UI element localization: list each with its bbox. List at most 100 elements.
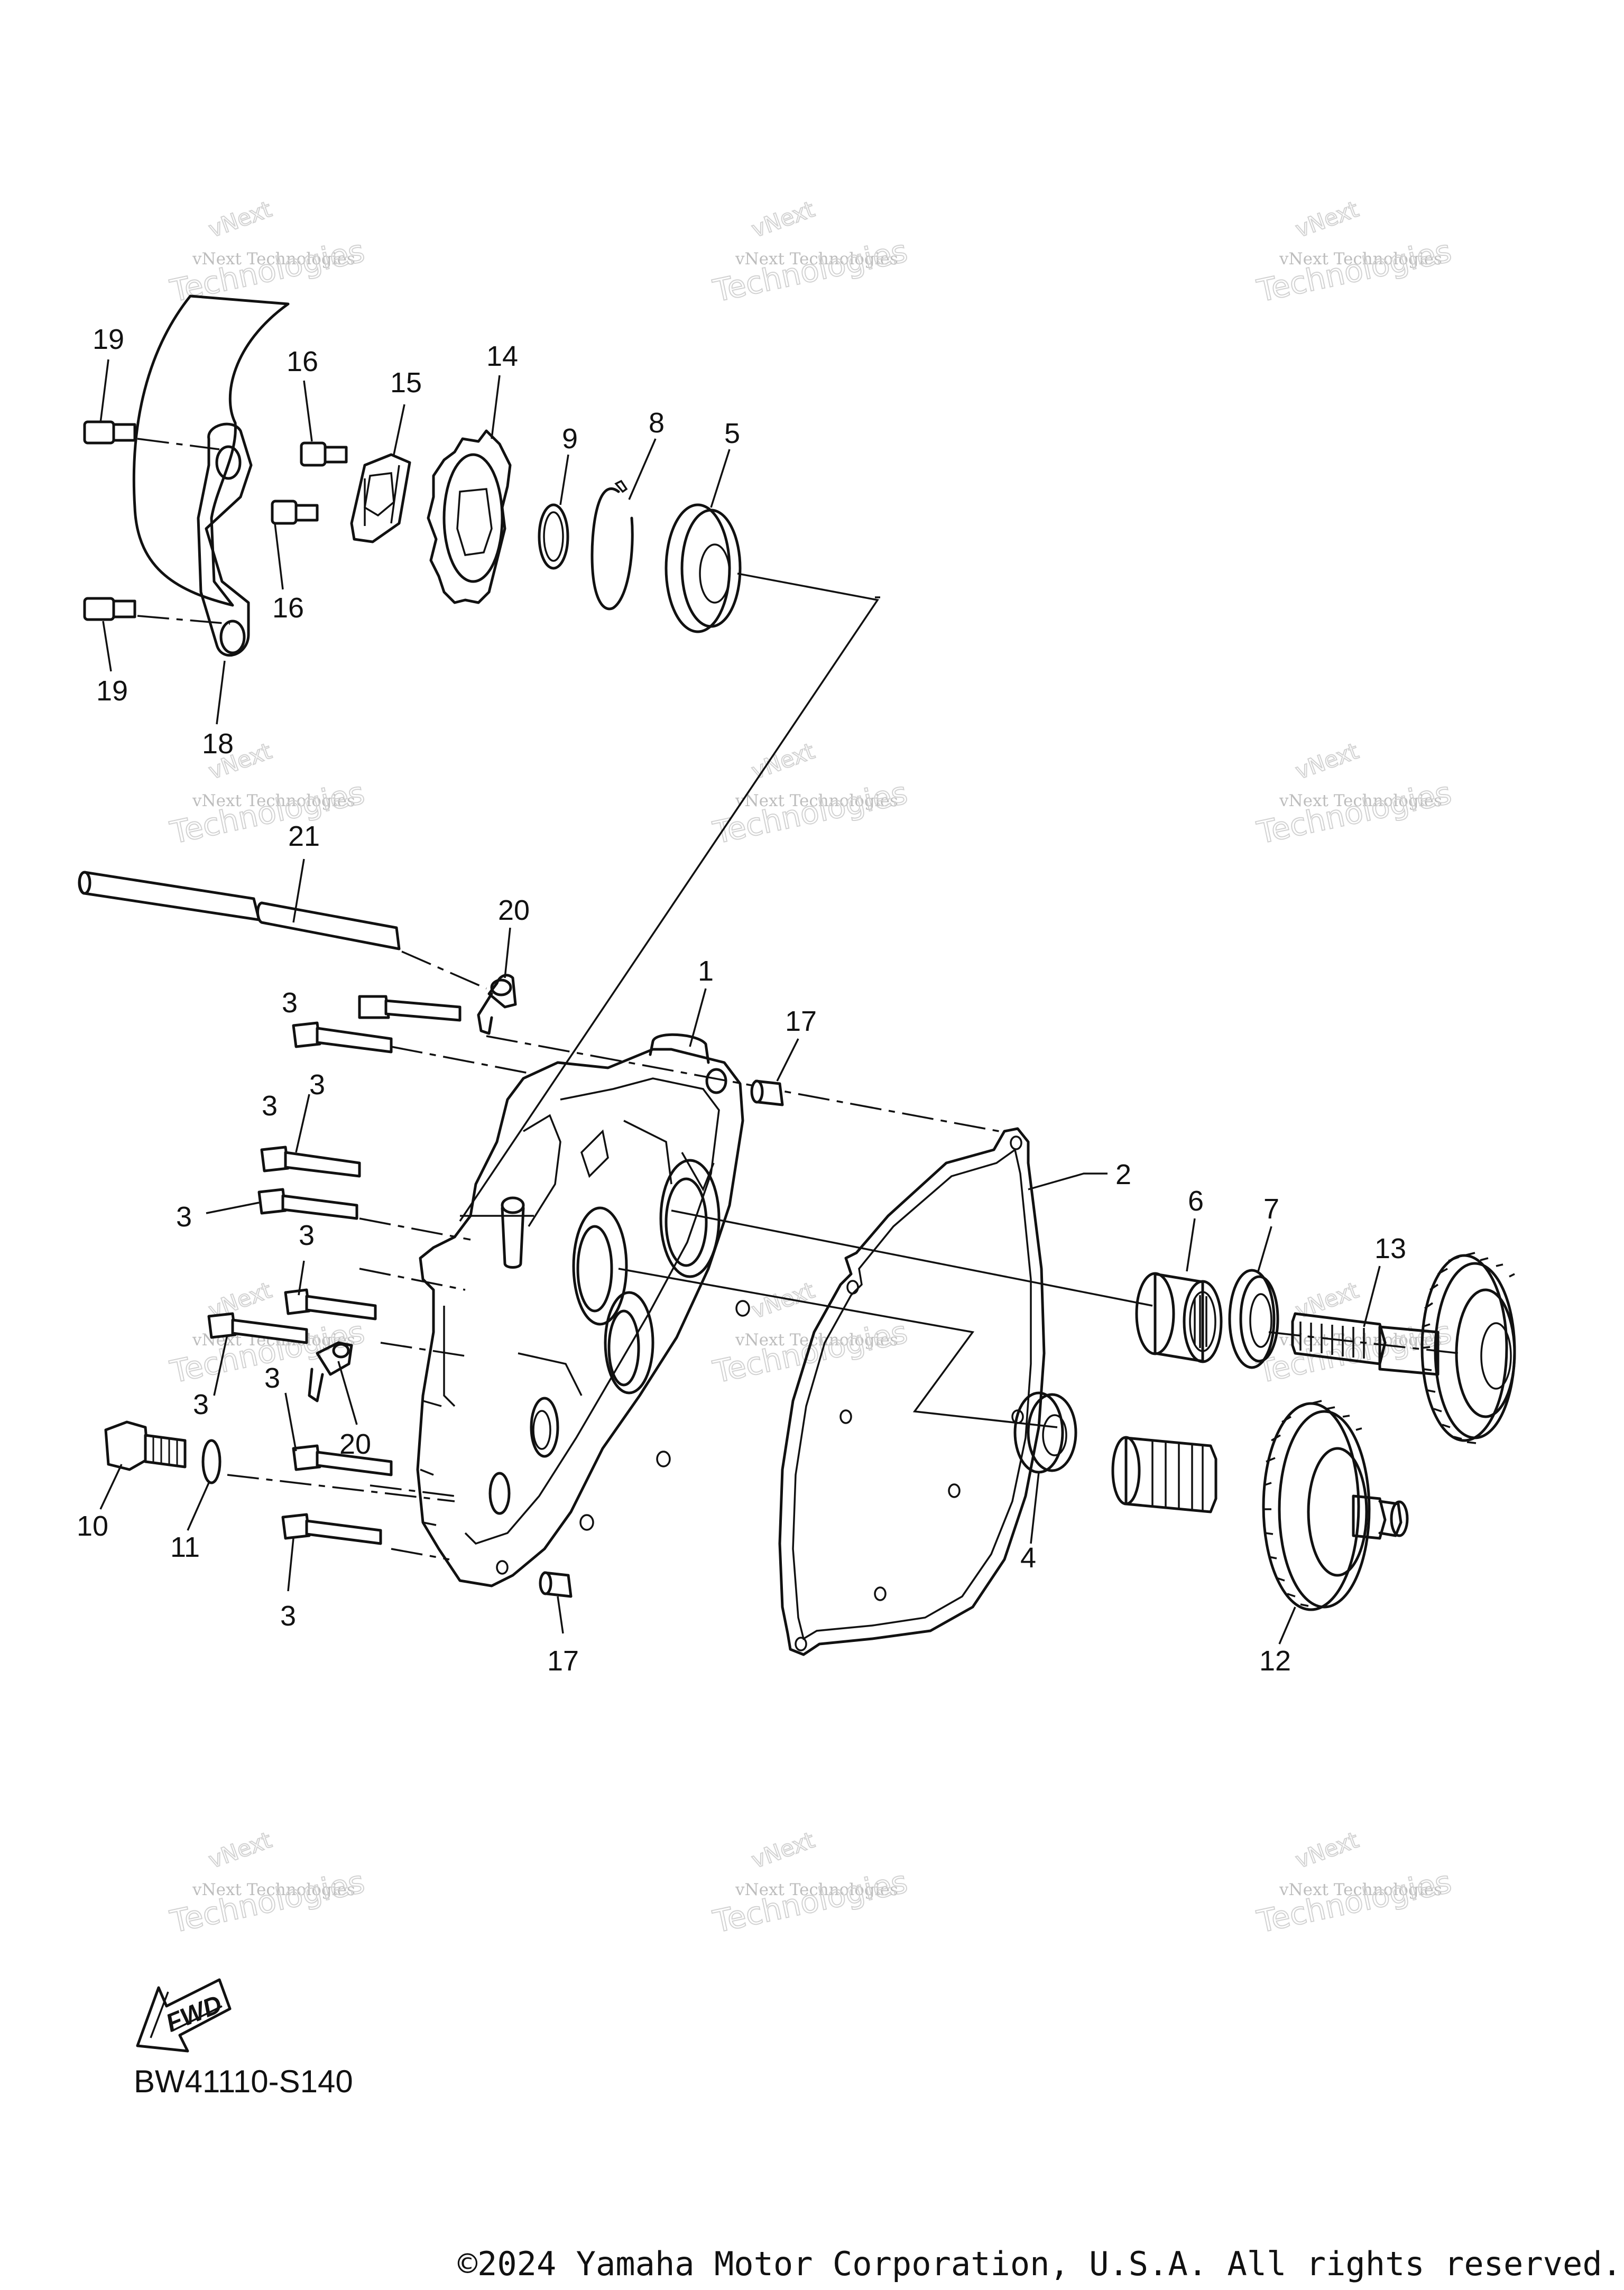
bolt-3: [284, 1288, 377, 1321]
callout-21: 21: [288, 820, 320, 852]
callout-3: 3: [299, 1220, 315, 1251]
diagram-code: BW41110-S140: [134, 2064, 353, 2099]
bolt-axis: [359, 1268, 466, 1291]
watermark: vNext vNext Technologies Technologies: [167, 196, 368, 310]
callout-2: 2: [1115, 1159, 1131, 1190]
callout-3: 3: [282, 987, 298, 1019]
svg-text:Technologies: Technologies: [167, 1863, 368, 1940]
callout-3: 3: [262, 1090, 278, 1122]
svg-text:vNext Technologies: vNext Technologies: [192, 1880, 355, 1899]
bearing-axis-line: [459, 572, 879, 1222]
dowel-axis: [486, 1035, 1000, 1132]
rod-21: [78, 871, 401, 950]
svg-text:vNext Technologies: vNext Technologies: [1279, 250, 1442, 269]
callout-9: 9: [562, 423, 578, 455]
svg-text:vNext Technologies: vNext Technologies: [1279, 1331, 1442, 1350]
bolt-16-upper: [300, 441, 348, 467]
callout-16: 16: [287, 346, 318, 377]
callout-12: 12: [1259, 1645, 1291, 1677]
callout-11: 11: [170, 1531, 200, 1563]
svg-text:vNext: vNext: [748, 196, 818, 243]
callout-15: 15: [390, 367, 422, 399]
callout-8: 8: [649, 407, 665, 439]
drain-plug-10: [104, 1420, 187, 1471]
svg-text:Technologies: Technologies: [710, 774, 911, 851]
bolt-3: [358, 995, 462, 1022]
needle-bearing-6: [1135, 1272, 1223, 1363]
bolt-19-axis: [137, 438, 220, 450]
svg-text:vNext: vNext: [205, 196, 275, 243]
callout-7: 7: [1263, 1193, 1279, 1225]
svg-text:vNext Technologies: vNext Technologies: [735, 250, 898, 269]
gear-shaft-12: [1111, 1400, 1409, 1611]
bolt-3: [292, 1444, 393, 1476]
callout-3: 3: [176, 1201, 192, 1233]
bolt-19-lower: [83, 597, 136, 621]
dowel-17-upper: [750, 1079, 784, 1106]
snap-ring-8: [590, 479, 634, 611]
bolt-16-lower: [271, 500, 319, 525]
bolt-axis: [391, 1548, 450, 1560]
gasket-2: [778, 1127, 1046, 1656]
copyright-notice: ©2024 Yamaha Motor Corporation, U.S.A. A…: [457, 2245, 1622, 2283]
svg-text:vNext: vNext: [1292, 1827, 1362, 1873]
sprocket-14: [427, 429, 512, 604]
watermarks: vNext vNext Technologies Technologies vN…: [167, 196, 1455, 1941]
crankcase-cover-1: [416, 1033, 750, 1587]
svg-text:Technologies: Technologies: [710, 233, 911, 309]
bolt-axis: [391, 1046, 529, 1074]
bolts-3: [207, 995, 462, 1545]
bolt-3: [257, 1188, 358, 1220]
bearing-4: [1013, 1391, 1077, 1474]
callout-20: 20: [339, 1428, 371, 1460]
svg-text:vNext Technologies: vNext Technologies: [735, 1880, 898, 1899]
callout-20: 20: [498, 894, 530, 926]
svg-text:Technologies: Technologies: [710, 1314, 911, 1390]
circlip-9: [538, 503, 569, 570]
svg-text:vNext: vNext: [205, 1827, 275, 1873]
callout-3: 3: [280, 1600, 296, 1632]
fwd-label: FWD: [162, 1990, 226, 2038]
bolt-3: [207, 1312, 308, 1344]
oil-seal-7: [1228, 1269, 1279, 1369]
callout-17: 17: [785, 1005, 817, 1037]
o-ring-11: [201, 1439, 222, 1484]
bolt-3: [281, 1513, 382, 1545]
callout-1: 1: [698, 955, 714, 987]
callout-16: 16: [272, 592, 304, 624]
svg-text:vNext Technologies: vNext Technologies: [735, 791, 898, 810]
watermark: vNext vNext Technologies Technologies: [167, 737, 368, 852]
clamp-20-upper: [477, 974, 517, 1035]
watermark: vNext vNext Technologies Technologies: [709, 1826, 911, 1941]
plate-15: [350, 453, 411, 543]
assembly-lines: [137, 438, 1460, 1560]
bolt-3: [260, 1146, 361, 1178]
svg-text:vNext: vNext: [748, 1277, 818, 1324]
watermark: vNext vNext Technologies Technologies: [1253, 196, 1455, 310]
svg-text:Technologies: Technologies: [1254, 233, 1455, 309]
callout-17: 17: [547, 1645, 579, 1677]
fwd-arrow-icon: FWD: [136, 1978, 232, 2053]
svg-text:Technologies: Technologies: [167, 774, 368, 851]
bearing-5: [665, 503, 742, 633]
guard-bracket: [132, 294, 290, 657]
svg-text:vNext: vNext: [1292, 196, 1362, 243]
watermark: vNext vNext Technologies Technologies: [709, 1277, 911, 1391]
callout-3: 3: [309, 1069, 325, 1101]
leader-lines: [99, 359, 1381, 1645]
callout-6: 6: [1188, 1185, 1204, 1217]
clamp-20-lower: [308, 1341, 353, 1402]
watermark: vNext vNext Technologies Technologies: [709, 737, 911, 852]
shaft-13: [1291, 1252, 1516, 1444]
callout-19: 19: [96, 675, 128, 707]
callouts: 1 2 3 3 3 3 3 3 3 3 4 5 6 7 8 9 10 11 12…: [77, 324, 1406, 1677]
callout-19: 19: [93, 324, 124, 355]
clamp-axis: [401, 950, 487, 990]
plug-axis: [227, 1474, 455, 1502]
bolt-axis: [370, 1484, 455, 1497]
callout-3: 3: [193, 1389, 209, 1420]
callout-13: 13: [1374, 1233, 1406, 1264]
svg-text:Technologies: Technologies: [1254, 774, 1455, 851]
watermark: vNext vNext Technologies Technologies: [1253, 737, 1455, 852]
